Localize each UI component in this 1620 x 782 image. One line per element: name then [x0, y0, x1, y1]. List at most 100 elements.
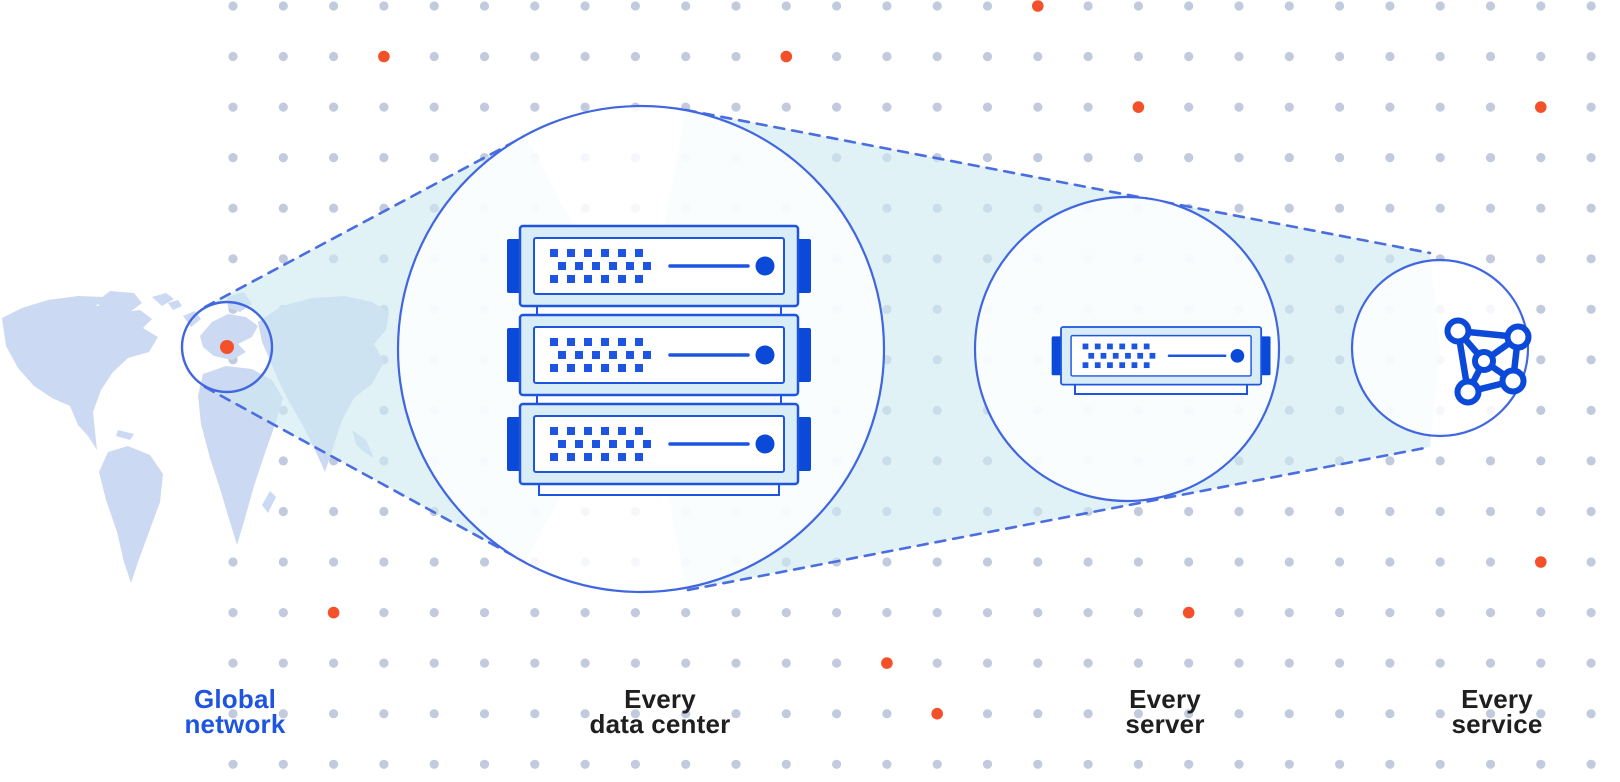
grid-dot — [1184, 1, 1194, 11]
grid-dot — [1385, 1, 1395, 11]
grid-dot — [1234, 153, 1244, 163]
grid-dot — [1536, 456, 1546, 466]
grid-dot — [479, 1, 490, 11]
grid-dot — [1385, 456, 1395, 466]
grid-dot — [1385, 153, 1395, 163]
grid-dot — [1335, 203, 1345, 213]
grid-dot — [1435, 759, 1445, 769]
grid-dot — [1485, 557, 1496, 567]
grid-dot — [781, 1, 791, 11]
grid-dot — [1536, 51, 1546, 62]
grid-dot — [1184, 51, 1194, 62]
grid-dot — [982, 51, 993, 62]
server-rack-icon — [505, 224, 813, 496]
grid-dot — [681, 608, 691, 618]
grid-dot — [1234, 759, 1244, 769]
grid-dot — [228, 759, 238, 769]
grid-dot — [1133, 506, 1143, 517]
grid-dot — [429, 759, 439, 769]
grid-dot — [882, 709, 892, 719]
grid-dot — [832, 1, 842, 11]
grid-dot — [228, 1, 238, 11]
label-global-network: Global network — [184, 686, 285, 736]
grid-dot — [1586, 51, 1596, 62]
grid-dot — [1284, 759, 1294, 769]
grid-dot — [1133, 759, 1143, 769]
grid-dot — [681, 1, 691, 11]
grid-dot — [832, 51, 842, 62]
grid-dot — [580, 608, 590, 618]
grid-dot — [1536, 304, 1546, 314]
grid-dot — [1234, 1, 1244, 11]
label-line: Every — [1461, 684, 1533, 714]
grid-dot — [379, 709, 389, 719]
grid-dot — [429, 658, 439, 668]
grid-dot — [329, 759, 339, 769]
grid-dot — [982, 709, 993, 719]
grid-dot — [1485, 506, 1496, 517]
grid-dot — [479, 709, 490, 719]
grid-dot — [1485, 608, 1496, 618]
grid-dot — [278, 203, 288, 213]
grid-dot — [379, 506, 389, 517]
grid-dot — [278, 153, 288, 163]
grid-dot — [1284, 203, 1294, 213]
grid-dot — [1485, 153, 1496, 163]
grid-dot-orange — [780, 50, 793, 63]
grid-dot — [1435, 1, 1445, 11]
grid-dot — [982, 557, 993, 567]
grid-dot — [1435, 456, 1445, 466]
grid-dot — [1335, 153, 1345, 163]
grid-dot — [1083, 608, 1093, 618]
grid-dot — [1083, 153, 1093, 163]
grid-dot — [1586, 709, 1596, 719]
grid-dot — [379, 1, 389, 11]
grid-dot — [982, 759, 993, 769]
grid-dot — [429, 709, 439, 719]
grid-dot — [882, 1, 892, 11]
grid-dot — [580, 1, 590, 11]
grid-dot — [530, 608, 540, 618]
grid-dot — [1033, 102, 1043, 112]
grid-dot — [1485, 759, 1496, 769]
grid-dot — [1133, 658, 1143, 668]
grid-dot — [731, 658, 741, 668]
grid-dot — [1536, 658, 1546, 668]
grid-dot — [982, 153, 993, 163]
grid-dot — [882, 608, 892, 618]
grid-dot — [681, 709, 691, 719]
grid-dot — [1536, 355, 1546, 365]
grid-dot — [681, 759, 691, 769]
grid-dot — [982, 1, 993, 11]
grid-dot — [932, 51, 942, 62]
grid-dot — [1184, 506, 1194, 517]
grid-dot — [1586, 304, 1596, 314]
grid-dot — [1284, 557, 1294, 567]
grid-dot — [329, 203, 339, 213]
grid-dot — [530, 658, 540, 668]
grid-dot — [429, 51, 439, 62]
grid-dot — [1033, 759, 1043, 769]
grid-dot — [429, 557, 439, 567]
grid-dot — [1385, 506, 1395, 517]
grid-dot — [278, 658, 288, 668]
grid-dot — [429, 608, 439, 618]
grid-dot — [379, 759, 389, 769]
grid-dot — [731, 709, 741, 719]
grid-dot — [1234, 658, 1244, 668]
grid-dot — [1284, 1, 1294, 11]
grid-dot — [1536, 405, 1546, 415]
grid-dot — [932, 658, 942, 668]
grid-dot — [982, 608, 993, 618]
grid-dot — [1536, 506, 1546, 517]
grid-dot — [932, 102, 942, 112]
grid-dot — [630, 658, 641, 668]
grid-dot — [832, 658, 842, 668]
grid-dot — [1435, 51, 1445, 62]
grid-dot-orange — [1535, 556, 1547, 568]
grid-dot — [1485, 456, 1496, 466]
grid-dot — [530, 759, 540, 769]
grid-dot — [1586, 153, 1596, 163]
grid-dot — [1033, 153, 1043, 163]
grid-dot — [781, 709, 791, 719]
